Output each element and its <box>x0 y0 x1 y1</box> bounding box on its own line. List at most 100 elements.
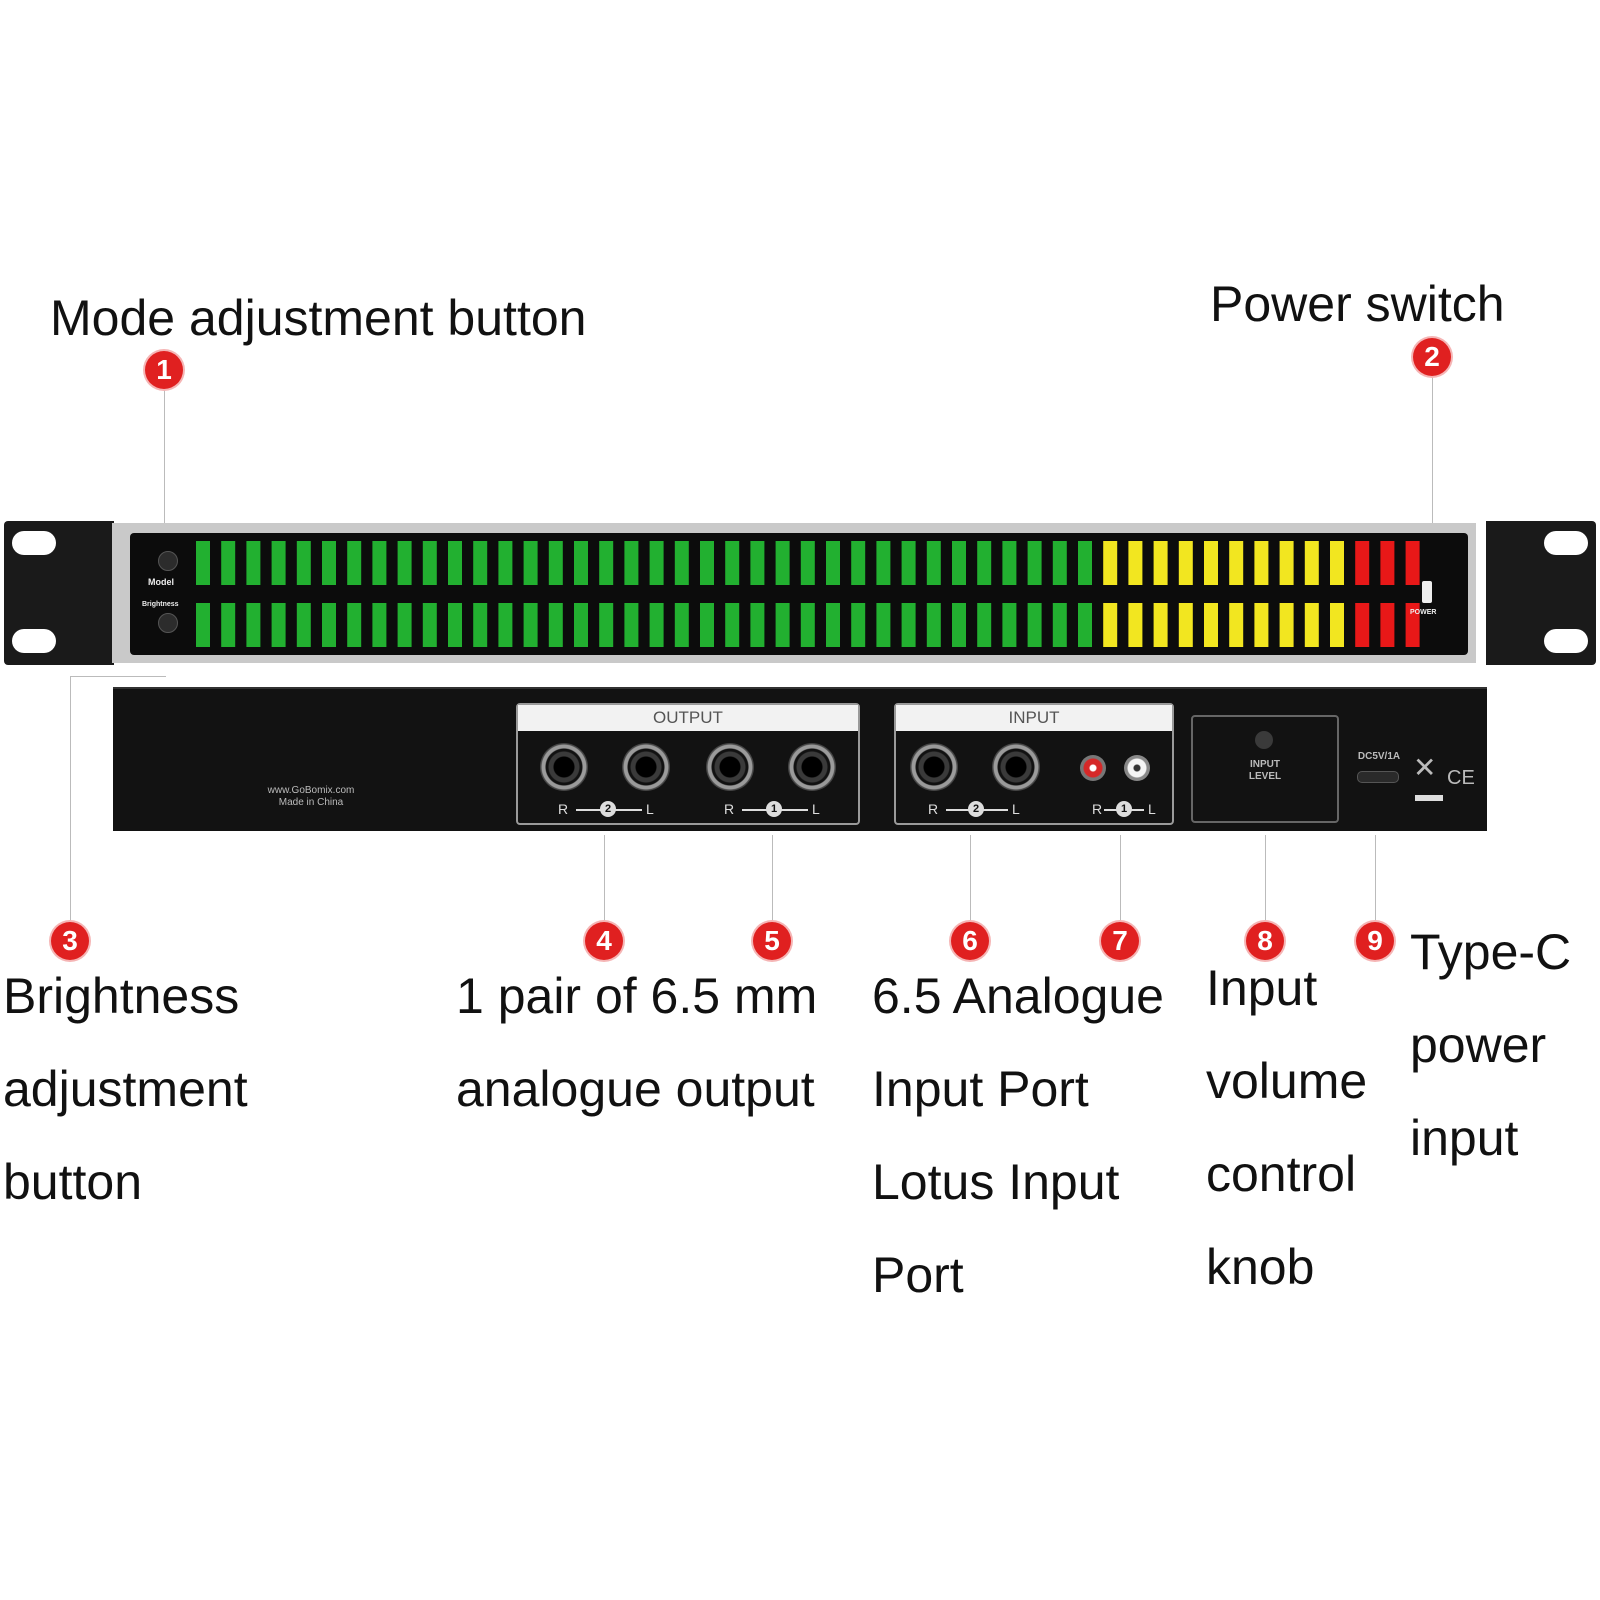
callout-badge-2: 2 <box>1413 338 1451 376</box>
output-panel: OUTPUT R 2 L R 1 L <box>516 703 860 825</box>
output-pair-2-badge: 2 <box>600 801 616 817</box>
rack-slot-top-left <box>12 531 56 555</box>
led-segment-green <box>397 541 412 585</box>
front-face: Model Brightness POWER <box>130 533 1468 655</box>
led-segment-green <box>800 603 815 647</box>
leader-line-9 <box>1375 835 1376 927</box>
label-type-c-power: Type-C power input <box>1410 906 1571 1185</box>
output-jack-1-r[interactable] <box>706 743 754 791</box>
power-switch[interactable] <box>1422 581 1432 603</box>
led-segment-green <box>322 603 336 647</box>
led-segment-yellow <box>1330 603 1344 647</box>
led-segment-green <box>1027 603 1042 647</box>
led-segment-yellow <box>1178 541 1193 585</box>
power-label: POWER <box>1410 609 1437 616</box>
input-rca-r[interactable] <box>1080 755 1106 781</box>
led-segment-green <box>347 541 362 585</box>
label-knob-line-3: control <box>1206 1146 1357 1202</box>
led-segment-green <box>196 541 210 585</box>
led-segment-yellow <box>1103 541 1118 585</box>
led-segment-yellow <box>1204 603 1218 647</box>
leader-line-3 <box>70 676 71 926</box>
input-1-r-label: R <box>1092 801 1103 817</box>
callout-badge-6: 6 <box>951 922 989 960</box>
led-segment-red <box>1380 541 1395 585</box>
input-level-line-2: LEVEL <box>1248 771 1282 782</box>
label-knob-line-1: Input <box>1206 960 1318 1016</box>
output-jack-1-l[interactable] <box>788 743 836 791</box>
output-1-r-label: R <box>724 801 735 817</box>
output-title: OUTPUT <box>518 705 858 731</box>
led-segment-green <box>1052 541 1067 585</box>
led-segment-green <box>674 541 689 585</box>
leader-line-1 <box>164 390 165 552</box>
led-segment-green <box>498 603 513 647</box>
callout-badge-1: 1 <box>145 351 183 389</box>
led-segment-yellow <box>1229 541 1244 585</box>
output-jack-2-l[interactable] <box>622 743 670 791</box>
led-segment-green <box>372 603 387 647</box>
led-segment-green <box>523 603 538 647</box>
input-rca-l[interactable] <box>1124 755 1150 781</box>
led-segment-yellow <box>1153 541 1168 585</box>
brightness-button[interactable] <box>158 613 178 633</box>
rack-slot-bottom-left <box>12 629 56 653</box>
label-input-volume-knob: Input volume control knob <box>1206 942 1367 1314</box>
callout-badge-7: 7 <box>1101 922 1139 960</box>
led-segment-red <box>1355 603 1370 647</box>
output-jack-2-r[interactable] <box>540 743 588 791</box>
label-input-line-4: Port <box>872 1247 964 1303</box>
led-segment-yellow <box>1304 603 1319 647</box>
led-segment-green <box>196 603 210 647</box>
mode-button[interactable] <box>158 551 178 571</box>
type-c-port[interactable] <box>1357 771 1399 783</box>
label-brightness-line-1: Brightness <box>3 968 240 1024</box>
led-segment-green <box>1078 541 1092 585</box>
led-segment-green <box>851 541 866 585</box>
input-jack-2-l[interactable] <box>992 743 1040 791</box>
led-segment-red <box>1355 541 1370 585</box>
led-segment-green <box>422 541 437 585</box>
input-level-knob[interactable] <box>1255 731 1273 749</box>
made-in: Made in China <box>278 797 344 808</box>
input-level-panel: INPUT LEVEL <box>1191 715 1339 823</box>
input-jack-2-r[interactable] <box>910 743 958 791</box>
led-segment-green <box>851 603 866 647</box>
website-text: www.GoBomix.com Made in China <box>251 785 371 809</box>
dc-rating: DC5V/1A <box>1357 751 1401 762</box>
label-input-line-1: 6.5 Analogue <box>872 968 1164 1024</box>
callout-badge-4: 4 <box>585 922 623 960</box>
led-segment-green <box>473 603 488 647</box>
led-segment-green <box>725 603 740 647</box>
led-segment-green <box>826 603 840 647</box>
label-mode-adjustment: Mode adjustment button <box>50 272 586 365</box>
led-segment-green <box>952 541 966 585</box>
led-segment-green <box>599 603 614 647</box>
website: www.GoBomix.com <box>267 785 355 796</box>
label-analogue-input: 6.5 Analogue Input Port Lotus Input Port <box>872 950 1164 1322</box>
level-meter <box>196 541 1420 647</box>
led-segment-green <box>775 541 790 585</box>
rear-panel: www.GoBomix.com Made in China OUTPUT R 2… <box>113 687 1487 831</box>
label-brightness-line-3: button <box>3 1154 143 1210</box>
led-segment-yellow <box>1330 541 1344 585</box>
input-level-line-1: INPUT <box>1250 759 1280 770</box>
label-output-line-1: 1 pair of 6.5 mm <box>456 968 818 1024</box>
rack-slot-bottom-right <box>1544 629 1588 653</box>
label-brightness-adjustment: Brightness adjustment button <box>3 950 248 1229</box>
label-mode-line-1: Mode adjustment button <box>50 290 587 346</box>
callout-badge-3: 3 <box>51 922 89 960</box>
led-segment-green <box>548 603 563 647</box>
led-segment-yellow <box>1304 541 1319 585</box>
led-segment-green <box>448 541 462 585</box>
led-segment-green <box>322 541 336 585</box>
led-segment-green <box>775 603 790 647</box>
led-segment-green <box>901 541 916 585</box>
led-segment-green <box>498 541 513 585</box>
led-segment-green <box>649 541 664 585</box>
led-segment-green <box>1002 541 1017 585</box>
led-segment-green <box>246 603 261 647</box>
led-segment-green <box>1052 603 1067 647</box>
led-segment-yellow <box>1128 603 1143 647</box>
led-segment-green <box>271 603 286 647</box>
